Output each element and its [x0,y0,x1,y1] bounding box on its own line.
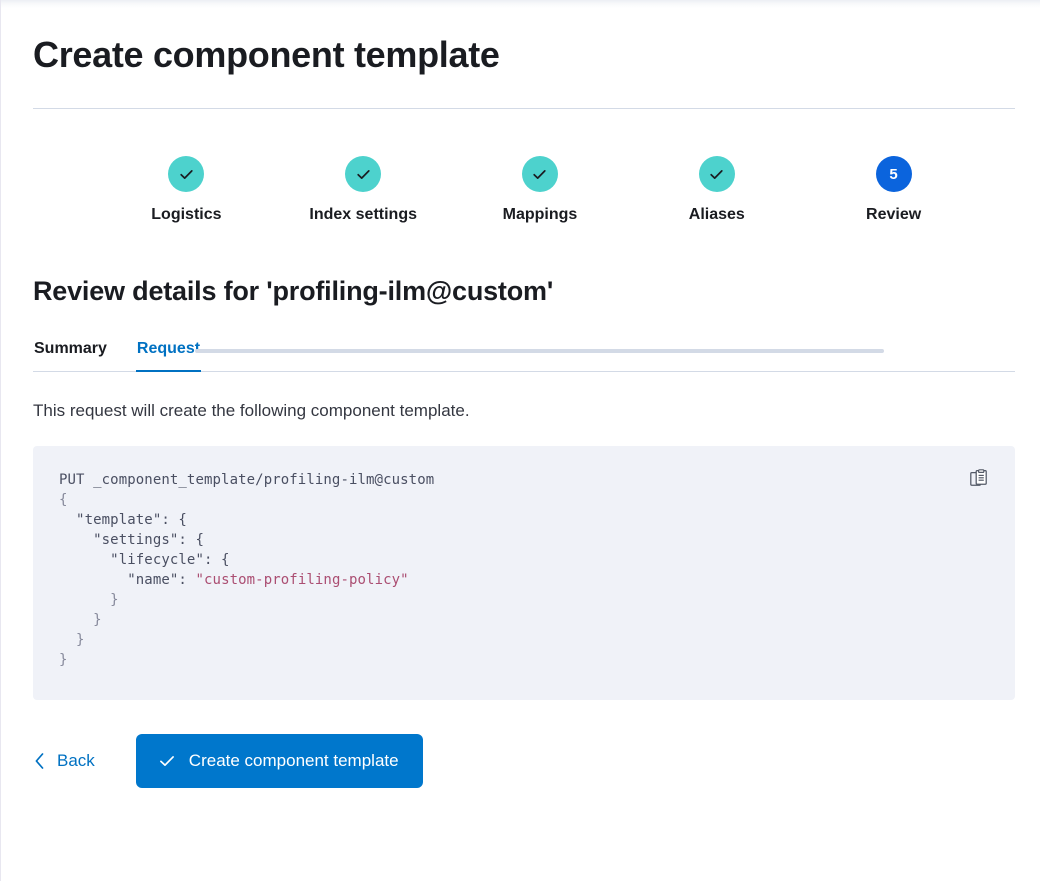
step-status-complete[interactable] [698,156,735,192]
code-line-close-template: } [59,632,85,648]
check-icon [357,169,370,179]
request-code-block: PUT _component_template/profiling-ilm@cu… [33,446,1015,700]
code-line-open-brace: { [59,492,68,508]
step-status-current[interactable]: 5 [875,156,912,192]
copy-to-clipboard-button[interactable] [965,465,993,493]
code-line-settings: "settings": { [59,532,204,548]
code-token-name-key: "name" [127,572,179,588]
step-status-complete[interactable] [345,156,382,192]
step-aliases[interactable]: Aliases [628,156,805,226]
clipboard-copy-icon [970,469,987,486]
step-status-complete[interactable] [168,156,205,192]
code-line-method: PUT _component_template/profiling-ilm@cu… [59,472,435,488]
step-label: Logistics [151,206,222,223]
step-review[interactable]: 5 Review [805,156,982,226]
code-line-name-key: "name": "custom-profiling-policy" [127,572,409,588]
check-icon [159,756,174,767]
back-button[interactable]: Back [33,749,95,773]
review-tabs: Summary Request [33,338,1015,372]
tab-summary[interactable]: Summary [33,338,108,371]
create-button-label: Create component template [188,751,399,770]
step-label: Review [866,206,922,223]
step-indicator: Logistics Index settings Mappings [98,156,982,353]
code-line-close-root: } [59,652,68,668]
step-logistics[interactable]: Logistics [98,156,275,226]
request-description: This request will create the following c… [33,401,470,420]
code-line-lifecycle: "lifecycle": { [59,552,230,568]
create-component-template-button[interactable]: Create component template [135,734,423,788]
wizard-actions: Back Create component template [33,734,1015,788]
request-code-content: PUT _component_template/profiling-ilm@cu… [59,470,989,670]
code-line-template: "template": { [59,512,187,528]
code-line-close-settings: } [59,612,102,628]
check-icon [180,169,193,179]
step-label: Index settings [309,206,417,223]
step-mappings[interactable]: Mappings [452,156,629,226]
tab-request[interactable]: Request [135,338,202,372]
step-connector-line [195,349,884,353]
step-index-settings[interactable]: Index settings [275,156,452,226]
step-label: Aliases [688,206,745,223]
page-title: Create component template [33,34,500,75]
back-button-label: Back [57,751,95,770]
step-status-complete[interactable] [521,156,558,192]
step-label: Mappings [502,206,578,223]
title-divider [33,108,1015,109]
check-icon [533,169,547,179]
check-icon [710,169,723,179]
code-line-close-lifecycle: } [59,592,119,608]
code-token-name-value: "custom-profiling-policy" [195,572,409,588]
chevron-left-icon [35,753,44,769]
review-heading: Review details for 'profiling-ilm@custom… [33,276,554,306]
